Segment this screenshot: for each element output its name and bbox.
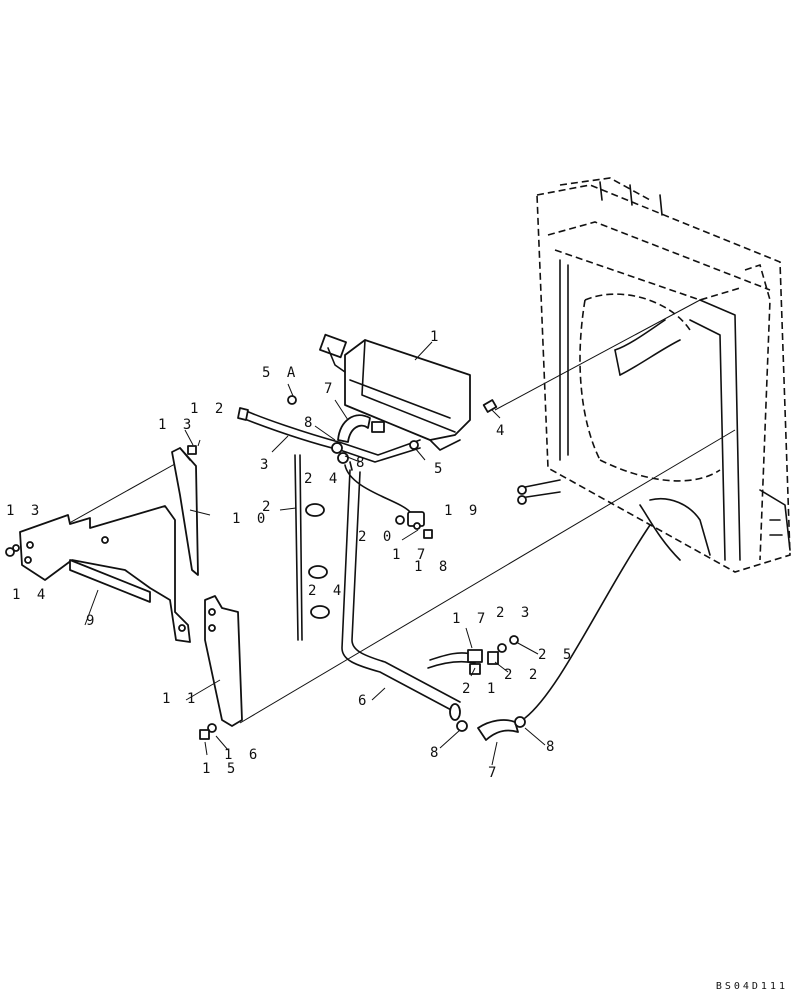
callout-2: 2 bbox=[262, 499, 275, 515]
callout-23: 2 3 bbox=[496, 605, 534, 621]
lower-hose-7 bbox=[456, 716, 526, 741]
callout-5a: 5 A bbox=[262, 365, 300, 381]
callout-7: 7 bbox=[324, 381, 337, 397]
callout-19: 1 9 bbox=[444, 503, 482, 519]
callout-24: 2 4 bbox=[304, 471, 342, 487]
callout-21: 2 1 bbox=[462, 681, 500, 697]
callout-17: 1 7 bbox=[452, 611, 490, 627]
callout-8: 8 bbox=[304, 415, 317, 431]
radiator-assembly bbox=[517, 177, 791, 573]
callout-6: 6 bbox=[358, 693, 371, 709]
callout-5: 5 bbox=[434, 461, 447, 477]
coolant-tube-3 bbox=[237, 407, 421, 463]
callout-3: 3 bbox=[260, 457, 273, 473]
callout-7: 7 bbox=[488, 765, 501, 781]
callout-16: 1 6 bbox=[224, 747, 262, 763]
drawing-code: BS04D111 bbox=[715, 981, 788, 992]
callout-20: 2 0 bbox=[358, 529, 396, 545]
callout-13: 1 3 bbox=[158, 417, 196, 433]
leader-line bbox=[494, 299, 701, 411]
callout-8: 8 bbox=[546, 739, 559, 755]
callout-8: 8 bbox=[356, 455, 369, 471]
callout-12: 1 2 bbox=[190, 401, 228, 417]
callout-4: 4 bbox=[496, 423, 509, 439]
callout-1: 1 bbox=[430, 329, 443, 345]
overflow-hose bbox=[344, 464, 411, 513]
callout-11: 1 1 bbox=[162, 691, 200, 707]
callout-8: 8 bbox=[430, 745, 443, 761]
callout-9: 9 bbox=[86, 613, 99, 629]
callout-22: 2 2 bbox=[504, 667, 542, 683]
coolant-pipe-6 bbox=[341, 469, 461, 721]
callout-14: 1 4 bbox=[12, 587, 50, 603]
callout-18: 1 8 bbox=[414, 559, 452, 575]
callout-17: 1 7 bbox=[392, 547, 430, 563]
callout-10: 1 0 bbox=[232, 511, 270, 527]
mounting-bracket-11 bbox=[199, 595, 243, 740]
upper-hose-7 bbox=[331, 414, 385, 464]
coolant-reservoir bbox=[319, 333, 471, 451]
callout-15: 1 5 bbox=[202, 761, 240, 777]
callout-leaders bbox=[84, 341, 546, 766]
callout-24: 2 4 bbox=[308, 583, 346, 599]
hose-bracket bbox=[395, 511, 433, 539]
mounting-bracket-10 bbox=[171, 445, 199, 576]
callout-13: 1 3 bbox=[6, 503, 44, 519]
return-line bbox=[524, 524, 651, 719]
bracket-plate-9 bbox=[5, 505, 191, 643]
support-rod bbox=[294, 454, 299, 641]
hose-clamp-24 bbox=[305, 503, 330, 619]
callout-25: 2 5 bbox=[538, 647, 576, 663]
